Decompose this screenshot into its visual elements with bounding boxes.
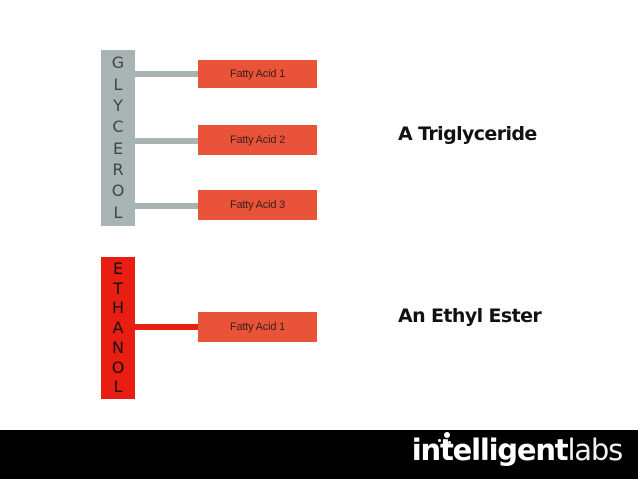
glycerol-letter: L [113, 202, 123, 222]
ethanol-bar: E T H A N O L [101, 257, 135, 399]
ethyl-ester-fatty-acid-box: Fatty Acid 1 [198, 312, 317, 342]
ethanol-letter: O [111, 357, 125, 377]
fatty-acid-box-1: Fatty Acid 1 [198, 60, 317, 88]
glycerol-letter: L [113, 74, 123, 94]
ethanol-letter: L [113, 377, 123, 397]
triglyceride-caption: A Triglyceride [398, 123, 537, 145]
glycerol-letter: O [111, 181, 125, 201]
ethanol-letter: A [112, 318, 124, 337]
glycerol-connector-3 [135, 203, 201, 209]
ethyl-ester-caption: An Ethyl Ester [398, 305, 542, 327]
glycerol-letter: C [112, 117, 124, 137]
glycerol-letter: G [111, 53, 125, 73]
fatty-acid-box-3: Fatty Acid 3 [198, 190, 317, 220]
logo-dots-icon [437, 432, 453, 446]
fatty-acid-box-2: Fatty Acid 2 [198, 125, 317, 155]
ethanol-letter: H [111, 298, 125, 318]
footer-bar: intelligentlabs [0, 430, 638, 479]
glycerol-letter: Y [113, 95, 123, 115]
intelligentlabs-logo: intelligentlabs [411, 433, 623, 467]
ethanol-connector [135, 324, 201, 330]
glycerol-connector-2 [135, 138, 201, 144]
glycerol-letter: R [112, 159, 124, 179]
ethanol-letter: N [112, 337, 124, 357]
glycerol-connector-1 [135, 71, 201, 77]
ethanol-letter: E [112, 258, 124, 278]
glycerol-letter: E [112, 138, 124, 158]
ethanol-letter: T [113, 278, 123, 298]
glycerol-bar: G L Y C E R O L [101, 50, 135, 226]
logo-text-intelligent: intelligent [411, 433, 569, 467]
logo-text-labs: labs [567, 433, 623, 467]
